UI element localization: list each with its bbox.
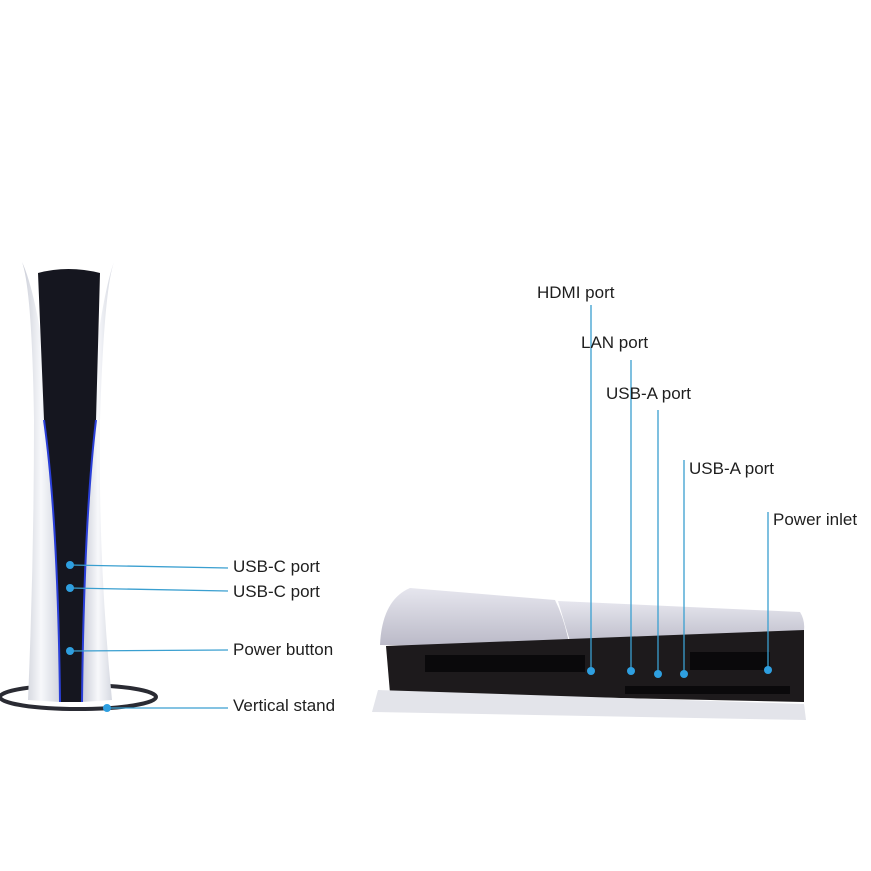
dot-lan bbox=[627, 667, 635, 675]
base-plate bbox=[372, 690, 806, 720]
label-vertical-stand: Vertical stand bbox=[233, 696, 336, 715]
dot-hdmi bbox=[587, 667, 595, 675]
dot-usb-c-1 bbox=[66, 561, 74, 569]
top-cover-left bbox=[380, 588, 570, 648]
leader-lines bbox=[69, 305, 769, 709]
label-usb-a-port-1: USB-A port bbox=[606, 384, 692, 403]
rear-vents bbox=[425, 652, 790, 694]
dot-power-inlet bbox=[764, 666, 772, 674]
blue-glow-left bbox=[43, 419, 61, 703]
dot-usb-a-2 bbox=[680, 670, 688, 678]
label-usb-c-port-1: USB-C port bbox=[233, 557, 320, 576]
dot-usb-c-2 bbox=[66, 584, 74, 592]
label-lan-port: LAN port bbox=[581, 333, 649, 352]
vertical-console bbox=[0, 262, 158, 711]
port-dots bbox=[66, 561, 772, 712]
dot-vertical-stand bbox=[103, 704, 111, 712]
right-side-panel bbox=[82, 262, 114, 702]
blue-glow-right bbox=[81, 419, 97, 703]
label-hdmi-port: HDMI port bbox=[537, 283, 615, 302]
label-power-inlet: Power inlet bbox=[773, 510, 858, 529]
rear-panel bbox=[386, 630, 804, 702]
top-cover-right bbox=[558, 601, 805, 648]
label-usb-a-port-2: USB-A port bbox=[689, 459, 775, 478]
leader-usb-c-1 bbox=[69, 564, 229, 569]
leader-power-button bbox=[69, 649, 229, 652]
leader-usb-c-2 bbox=[69, 587, 229, 592]
dot-usb-a-1 bbox=[654, 670, 662, 678]
dot-power-button bbox=[66, 647, 74, 655]
center-black-core bbox=[38, 269, 100, 702]
horizontal-console bbox=[372, 588, 806, 720]
label-usb-c-port-2: USB-C port bbox=[233, 582, 320, 601]
left-side-panel bbox=[22, 262, 60, 702]
label-power-button: Power button bbox=[233, 640, 334, 659]
